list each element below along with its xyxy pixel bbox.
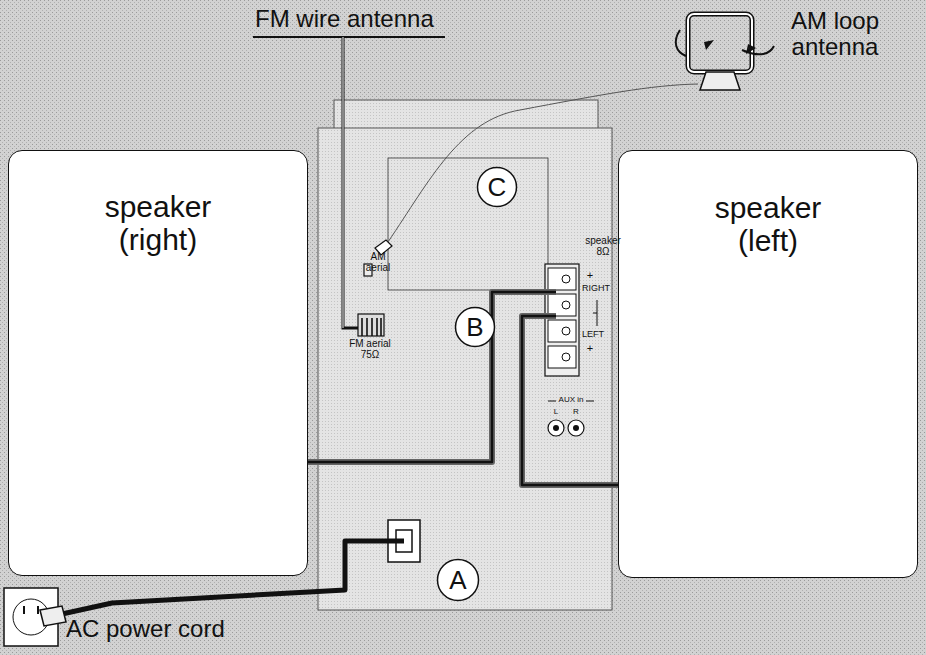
unit-top xyxy=(334,100,598,130)
terminal-screw xyxy=(562,275,570,283)
panel-outline xyxy=(388,158,548,290)
speaker-label: speaker (left) xyxy=(688,191,848,257)
callout-circle: C xyxy=(476,166,518,208)
fm-wire xyxy=(253,36,445,38)
part-label: speaker 8Ω xyxy=(580,236,626,258)
part-label: + xyxy=(584,270,596,282)
terminal xyxy=(548,268,576,290)
callout-circle-shape xyxy=(438,560,479,601)
callout-circle-shape xyxy=(456,308,495,347)
terminal xyxy=(548,294,576,316)
rotate-arrowhead xyxy=(746,44,756,54)
part-label: AM loop antenna xyxy=(765,8,905,60)
bracket xyxy=(593,300,597,326)
aux-jack xyxy=(548,420,564,436)
speaker-label: speaker (right) xyxy=(78,190,238,256)
loop-frame-inner xyxy=(688,14,752,72)
fm-terminal xyxy=(358,314,384,336)
loop-frame xyxy=(688,14,752,72)
am-loop-antenna xyxy=(676,14,774,90)
fm-wire-highlight xyxy=(343,37,344,328)
aux-jack xyxy=(568,420,584,436)
rotate-arrowhead xyxy=(704,40,714,50)
part-label: + xyxy=(584,343,596,355)
part-label: FM wire antenna xyxy=(255,6,455,32)
part-label: R xyxy=(571,408,581,417)
terminal-screw xyxy=(562,301,570,309)
terminal-block xyxy=(545,264,579,376)
part-label: LEFT xyxy=(582,330,618,340)
speaker-box: speaker (right) xyxy=(8,150,308,576)
unit-back-panel xyxy=(318,128,612,610)
part-label: AM aerial xyxy=(358,252,398,274)
callout-letter: B xyxy=(466,313,483,342)
part-label: AUX in xyxy=(556,396,586,405)
fm-wire xyxy=(343,37,360,328)
power-plug xyxy=(40,606,66,626)
outlet-slots xyxy=(24,606,38,614)
part-label: AC power cord xyxy=(66,616,266,642)
terminal-screw xyxy=(562,353,570,361)
aux-jack-hole xyxy=(553,425,559,431)
terminal xyxy=(548,346,576,368)
part-label: L xyxy=(551,408,561,417)
speaker-terminals xyxy=(545,264,597,376)
fm-terminal-pins xyxy=(362,318,381,336)
callout-circle-shape xyxy=(478,168,517,207)
terminal-screw xyxy=(562,327,570,335)
callout-letter: A xyxy=(449,566,466,595)
callout-letter: C xyxy=(488,173,507,202)
part-label: FM aerial 75Ω xyxy=(348,339,392,361)
aux-jack-hole xyxy=(573,425,579,431)
loop-stand xyxy=(700,72,740,90)
callout-circle: B xyxy=(454,306,496,348)
part-label: RIGHT xyxy=(582,284,618,294)
fm-connector xyxy=(358,314,384,336)
speaker-box: speaker (left) xyxy=(618,150,918,578)
rotate-arrow xyxy=(676,30,686,56)
terminal xyxy=(548,320,576,342)
callout-circle: A xyxy=(436,558,480,602)
